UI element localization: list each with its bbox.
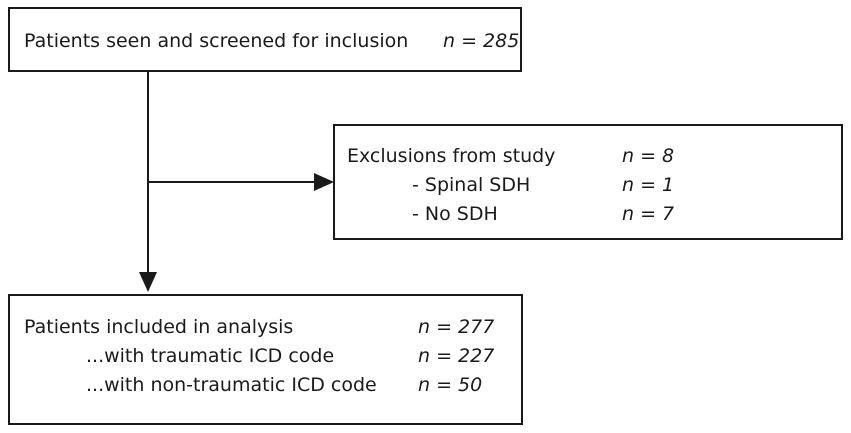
included-item-label: ...with non-traumatic ICD code: [86, 374, 377, 396]
exclusions-box: Exclusions from study n = 8 - Spinal SDH…: [333, 124, 843, 240]
exclusions-count: n = 8: [622, 145, 675, 167]
included-count: n = 277: [418, 316, 495, 338]
exclusion-item-label: - No SDH: [412, 203, 498, 225]
screened-count: n = 285: [443, 30, 520, 52]
exclusions-label: Exclusions from study: [347, 145, 556, 167]
exclusion-item-count: n = 1: [622, 174, 675, 196]
exclusion-item-count: n = 7: [622, 203, 675, 225]
exclusion-branch-arrowhead: [314, 173, 334, 191]
screened-label: Patients seen and screened for inclusion: [24, 30, 409, 52]
included-label: Patients included in analysis: [24, 316, 294, 338]
exclusion-item-label: - Spinal SDH: [412, 174, 531, 196]
included-item-count: n = 50: [418, 374, 483, 396]
included-box: Patients included in analysis n = 277 ..…: [8, 294, 523, 425]
included-item-count: n = 227: [418, 345, 495, 367]
screened-box: Patients seen and screened for inclusion…: [8, 7, 522, 72]
main-flow-arrowhead: [139, 272, 157, 292]
included-item-label: ...with traumatic ICD code: [86, 345, 335, 367]
